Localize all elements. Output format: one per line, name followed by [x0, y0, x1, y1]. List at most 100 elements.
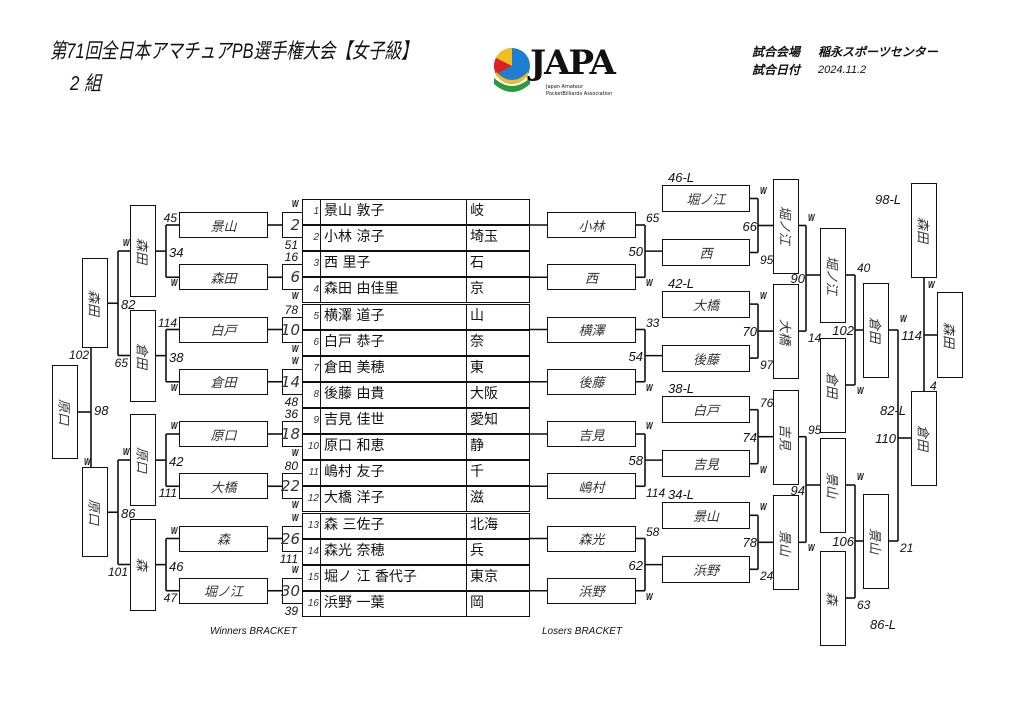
loser-r1-box-label: 小林 — [578, 219, 605, 235]
match-number-box-label: 2 — [290, 216, 300, 234]
winner-r1-box-label: 堀ノ江 — [203, 585, 243, 601]
score-label: 4 — [930, 379, 937, 393]
tournament-title: 第71回全日本アマチュアPB選手権大会【女子級】 — [50, 40, 418, 63]
score-label: 65 — [646, 211, 660, 225]
player-prefecture: 山 — [470, 307, 484, 324]
player-name: 堀ノ 江 香代子 — [321, 565, 467, 590]
score-label: 86 — [121, 506, 136, 522]
score-label: 42 — [169, 454, 184, 470]
score-label: 80 — [284, 459, 298, 474]
loser-r1-box-label: 森光 — [578, 533, 605, 548]
match-number-box: 18 — [280, 421, 303, 447]
winner-r2-box-label: 森 — [133, 558, 149, 572]
losers-final-winner-box: 森田 — [937, 292, 963, 378]
score-label: W — [291, 199, 298, 210]
score-label: 63 — [857, 598, 871, 612]
match-number-box: 14 — [281, 368, 303, 395]
score-label: 97 — [760, 358, 774, 373]
winners-final-box: 原口 — [52, 365, 78, 459]
score-label: W — [760, 291, 767, 303]
match-number-box-label: 18 — [280, 425, 300, 443]
player-name: 吉見 佳世 — [321, 409, 467, 433]
player-prefecture: 愛知 — [470, 412, 498, 428]
match-number-box: 22 — [281, 473, 303, 500]
winner-r2-box: 森田 — [130, 205, 156, 298]
score-label: 45 — [163, 211, 177, 225]
winner-r1-box: 堀ノ江 — [179, 577, 268, 604]
winner-r1-box: 森田 — [179, 264, 268, 291]
score-label: W — [291, 500, 298, 512]
loser-r3-box: 吉見 — [773, 389, 799, 485]
score-label: W — [808, 543, 815, 555]
losers-final-winner-box-label: 森田 — [940, 321, 956, 348]
score-label: 40 — [857, 261, 871, 275]
loser-r2-dropin-box: 景山 — [662, 501, 750, 529]
player-name: 大橋 洋子 — [321, 487, 467, 512]
score-label: W — [646, 421, 653, 432]
score-label: 82-L — [880, 403, 907, 418]
score-label: 114 — [901, 328, 922, 343]
loser-r2-box: 後藤 — [662, 344, 750, 372]
loser-r1-box: 後藤 — [547, 368, 636, 395]
score-label: 58 — [646, 524, 660, 539]
score-label: W — [760, 185, 767, 197]
score-label: W — [291, 343, 298, 355]
score-label: W — [291, 355, 298, 367]
score-label: 90 — [790, 271, 805, 287]
winner-r2-box-label: 森田 — [133, 238, 149, 265]
loser-r5-box-label: 倉田 — [866, 317, 882, 344]
player-name: 白戸 恭子 — [321, 330, 467, 355]
seed-number: 11 — [303, 461, 321, 486]
loser-r2-dropin-box-label: 堀ノ江 — [686, 193, 726, 208]
score-label: W — [170, 525, 177, 537]
winner-r2-box: 森 — [130, 518, 156, 611]
score-label: W — [857, 386, 864, 397]
score-label: 51 — [284, 238, 298, 252]
score-label: 94 — [790, 482, 805, 498]
score-label: W — [122, 447, 129, 458]
score-label: 82 — [121, 297, 136, 313]
player-prefecture: 京 — [470, 281, 484, 298]
score-label: W — [646, 382, 653, 394]
loser-r4-box-label: 森 — [823, 591, 839, 605]
date-value: 2024.11.2 — [818, 64, 867, 76]
seed-number: 7 — [303, 356, 321, 381]
player-name: 浜野 一葉 — [321, 591, 467, 616]
winner-r1-box-label: 大橋 — [210, 480, 237, 496]
score-label: 111 — [279, 551, 298, 566]
loser-r1-box: 西 — [547, 264, 636, 291]
score-label: W — [808, 212, 815, 224]
loser-r1-box-label: 横澤 — [578, 324, 605, 339]
player-name: 森 三佐子 — [321, 513, 467, 538]
loser-r4-box: 堀ノ江 — [820, 228, 846, 323]
winner-r1-box-label: 白戸 — [210, 324, 237, 339]
score-label: W — [170, 278, 177, 290]
winner-r1-box: 白戸 — [179, 316, 268, 343]
score-label: 54 — [628, 348, 643, 364]
losers-final-bottom-box: 倉田 — [911, 391, 937, 486]
player-prefecture: 東京 — [470, 568, 498, 585]
winner-r3-box-label: 原口 — [85, 499, 101, 526]
score-label: W — [291, 448, 298, 459]
loser-r2-box-label: 西 — [699, 247, 713, 262]
winner-r2-box-label: 原口 — [133, 447, 149, 474]
player-name: 原口 和恵 — [321, 435, 467, 460]
loser-r3-box-label: 大橋 — [776, 318, 792, 345]
score-label: 34 — [169, 245, 184, 261]
score-label: 86-L — [870, 617, 897, 632]
seed-number: 10 — [303, 435, 321, 460]
score-label: 14 — [808, 331, 822, 346]
score-label: 70 — [742, 324, 757, 340]
loser-r3-box: 大橋 — [773, 284, 799, 380]
seed-number: 14 — [303, 539, 321, 564]
venue-value: 稲永スポーツセンター — [818, 45, 938, 59]
match-number-box-label: 10 — [280, 320, 300, 339]
loser-r4-box: 倉田 — [820, 338, 846, 433]
seed-number: 8 — [303, 382, 321, 407]
